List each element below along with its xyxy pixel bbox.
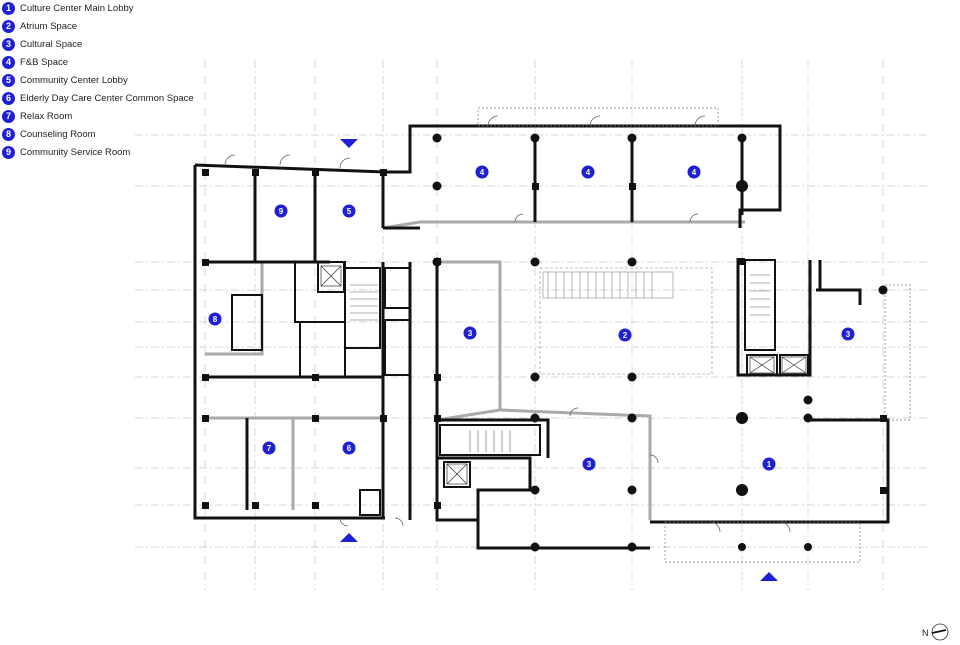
room-number: 3 <box>587 460 592 469</box>
entrance-arrows <box>340 139 778 581</box>
entrance-arrow-icon <box>340 139 358 148</box>
room-number: 3 <box>468 329 473 338</box>
core-walls <box>231 259 809 516</box>
legend-label: Community Service Room <box>20 147 131 158</box>
legend-label: Atrium Space <box>20 21 78 32</box>
legend-label: F&B Space <box>20 57 69 68</box>
legend-label: Community Center Lobby <box>20 75 128 86</box>
legend-number-badge: 7 <box>2 110 15 123</box>
room-marker: 3 <box>463 326 477 340</box>
room-marker: 1 <box>762 457 776 471</box>
canopy-outlines <box>477 107 911 563</box>
room-number: 4 <box>692 168 697 177</box>
legend-number-badge: 6 <box>2 92 15 105</box>
elevator-symbols <box>320 265 807 485</box>
room-marker: 3 <box>841 327 855 341</box>
exterior-walls <box>193 124 890 550</box>
legend-label: Relax Room <box>20 111 73 122</box>
legend-label: Cultural Space <box>20 39 83 50</box>
legend-label: Counseling Room <box>20 129 96 140</box>
atrium-stair <box>542 271 674 299</box>
legend-number-badge: 5 <box>2 74 15 87</box>
room-marker: 2 <box>618 328 632 342</box>
room-marker: 4 <box>581 165 595 179</box>
legend-number-badge: 4 <box>2 56 15 69</box>
columns <box>202 133 888 552</box>
room-marker: 4 <box>475 165 489 179</box>
legend-number-badge: 9 <box>2 146 15 159</box>
entrance-arrow-icon <box>340 533 358 542</box>
legend-number-badge: 8 <box>2 128 15 141</box>
room-number: 4 <box>480 168 485 177</box>
room-number: 8 <box>213 315 218 324</box>
north-arrow-icon: N <box>922 623 949 641</box>
room-markers: 9 5 4 4 4 8 3 2 3 7 6 3 1 <box>208 165 855 471</box>
room-marker: 8 <box>208 312 222 326</box>
room-marker: 9 <box>274 204 288 218</box>
legend-label: Elderly Day Care Center Common Space <box>20 93 194 104</box>
north-label: N <box>922 628 929 638</box>
room-number: 7 <box>267 444 272 453</box>
stair-symbols <box>350 274 770 452</box>
room-number: 3 <box>846 330 851 339</box>
partition-walls <box>205 220 745 520</box>
room-marker: 7 <box>262 441 276 455</box>
room-marker: 4 <box>687 165 701 179</box>
room-marker: 3 <box>582 457 596 471</box>
grid-lines <box>135 60 930 590</box>
legend-number-badge: 3 <box>2 38 15 51</box>
entrance-arrow-icon <box>760 572 778 581</box>
room-marker: 6 <box>342 441 356 455</box>
legend-number-badge: 2 <box>2 20 15 33</box>
legend-label: Culture Center Main Lobby <box>20 3 134 14</box>
door-swings <box>224 115 791 533</box>
room-number: 6 <box>347 444 352 453</box>
room-number: 5 <box>347 207 352 216</box>
room-number: 2 <box>623 331 628 340</box>
room-number: 1 <box>767 460 772 469</box>
room-marker: 5 <box>342 204 356 218</box>
room-number: 9 <box>279 207 284 216</box>
room-number: 4 <box>586 168 591 177</box>
legend-number-badge: 1 <box>2 2 15 15</box>
